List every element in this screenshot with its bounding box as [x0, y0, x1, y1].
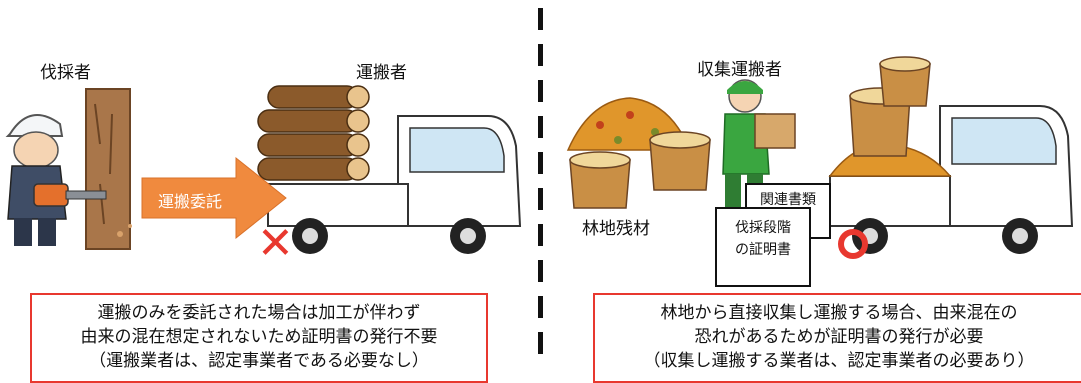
felling-certificate: 伐採段階 の証明書 — [715, 207, 811, 287]
related-documents-label: 関連書類 — [760, 192, 816, 208]
left-note-line-2: 由来の混在想定されないため証明書の発行不要 — [80, 327, 438, 347]
entrust-arrow — [141, 156, 287, 240]
feller-illustration — [5, 88, 132, 250]
collector-label: 収集運搬者 — [697, 60, 782, 80]
right-note-line-2: 恐れがあるためが証明書の発行が必要 — [694, 327, 984, 347]
right-note-line-1: 林地から直接収集し運搬する場合、由来混在の — [660, 303, 1018, 323]
truck-with-residue — [828, 56, 1074, 254]
forest-residue-illustration — [566, 97, 711, 209]
collector-worker-illustration — [722, 79, 796, 214]
feller-label: 伐採者 — [40, 63, 91, 83]
panel-divider — [538, 8, 543, 368]
left-note-box: 運搬のみを委託された場合は加工が伴わず 由来の混在想定されないため証明書の発行不… — [30, 293, 488, 383]
right-note-box: 林地から直接収集し運搬する場合、由来混在の 恐れがあるためが証明書の発行が必要 … — [593, 293, 1081, 383]
right-note-line-3: （収集し運搬する業者は、認定事業者の必要あり） — [643, 351, 1035, 371]
certificate-line-1: 伐採段階 — [735, 220, 791, 236]
not-required-mark: ✕ — [257, 218, 294, 269]
transporter-label: 運搬者 — [356, 63, 407, 83]
residue-label: 林地残材 — [582, 219, 650, 239]
left-note-line-1: 運搬のみを委託された場合は加工が伴わず — [97, 303, 421, 323]
certificate-line-2: の証明書 — [735, 242, 791, 258]
truck-with-logs — [257, 85, 522, 254]
entrust-arrow-label: 運搬委託 — [158, 192, 223, 211]
required-mark — [838, 229, 868, 259]
left-note-line-3: （運搬業者は、認定事業者である必要なし） — [89, 351, 429, 371]
